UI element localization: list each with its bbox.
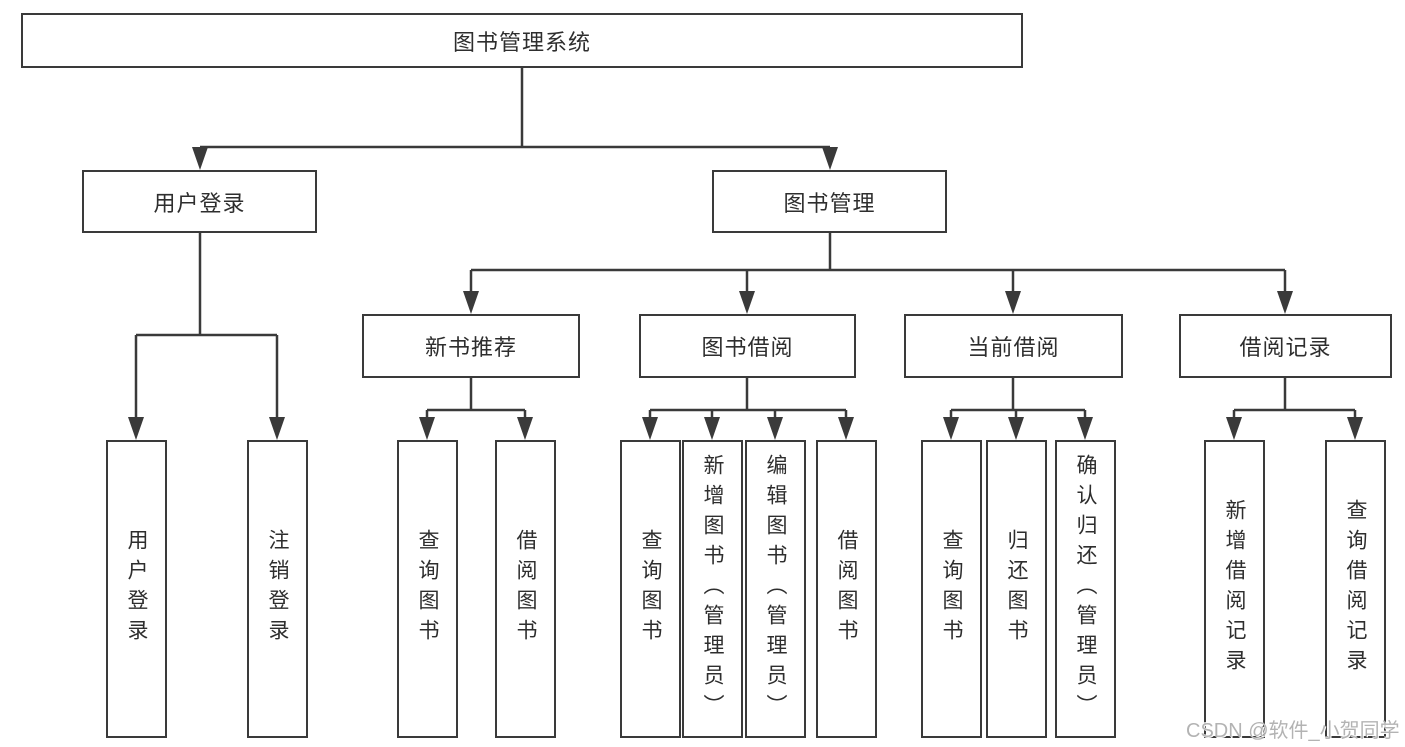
node-current-borrowing: 当前借阅 [904,314,1123,378]
node-book-borrowing: 图书借阅 [639,314,856,378]
connector-book-borrow [648,378,848,417]
leaf-newbooks-query-books: 查询图书 [397,440,458,738]
node-book-management-label: 图书管理 [783,190,876,216]
leaf-current-confirm-return-admin-label: 确认归还（管理员） [1074,454,1097,724]
node-borrow-records-label: 借阅记录 [1239,335,1332,360]
leaf-user-login-label: 用户登录 [125,529,148,649]
leaf-logout-label: 注销登录 [266,529,289,649]
connector-book-mgmt [469,233,1287,291]
node-book-borrowing-label: 图书借阅 [701,335,794,360]
node-library-system: 图书管理系统 [21,13,1023,68]
leaf-borrowing-edit-books-admin-label: 编辑图书（管理员） [764,454,787,724]
node-book-management: 图书管理 [712,170,947,233]
leaf-records-add-record-label: 新增借阅记录 [1223,499,1246,679]
leaf-logout: 注销登录 [247,440,308,738]
node-user-login-label: 用户登录 [153,190,246,216]
node-borrow-records: 借阅记录 [1179,314,1392,378]
leaf-current-return-books: 归还图书 [986,440,1047,738]
watermark: CSDN @软件_小贺同学 [1186,720,1400,742]
connector-user-login [134,233,279,417]
node-new-book-recommend: 新书推荐 [362,314,580,378]
leaf-borrowing-add-books-admin-label: 新增图书（管理员） [701,454,724,724]
connector-borrow-records [1232,378,1357,417]
leaf-newbooks-query-books-label: 查询图书 [416,529,439,649]
connector-current-borrow [949,378,1087,417]
leaf-borrowing-query-books-label: 查询图书 [639,529,662,649]
node-current-borrowing-label: 当前借阅 [967,335,1060,360]
arrowheads [128,147,1363,440]
leaf-current-query-books: 查询图书 [921,440,982,738]
leaf-borrowing-query-books: 查询图书 [620,440,681,738]
node-user-login: 用户登录 [82,170,317,233]
leaf-borrowing-borrow-books-label: 借阅图书 [835,529,858,649]
leaf-newbooks-borrow-books: 借阅图书 [495,440,556,738]
leaf-borrowing-borrow-books: 借阅图书 [816,440,877,738]
leaf-borrowing-edit-books-admin: 编辑图书（管理员） [745,440,806,738]
leaf-newbooks-borrow-books-label: 借阅图书 [514,529,537,649]
connector-new-books [425,378,527,417]
leaf-current-return-books-label: 归还图书 [1005,529,1028,649]
leaf-records-query-record-label: 查询借阅记录 [1344,499,1367,679]
node-library-system-label: 图书管理系统 [452,29,591,55]
leaf-user-login: 用户登录 [106,440,167,738]
leaf-records-add-record: 新增借阅记录 [1204,440,1265,738]
leaf-borrowing-add-books-admin: 新增图书（管理员） [682,440,743,738]
node-new-book-recommend-label: 新书推荐 [424,335,517,360]
leaf-current-query-books-label: 查询图书 [940,529,963,649]
leaf-current-confirm-return-admin: 确认归还（管理员） [1055,440,1116,738]
leaf-records-query-record: 查询借阅记录 [1325,440,1386,738]
connector-root [200,68,830,149]
